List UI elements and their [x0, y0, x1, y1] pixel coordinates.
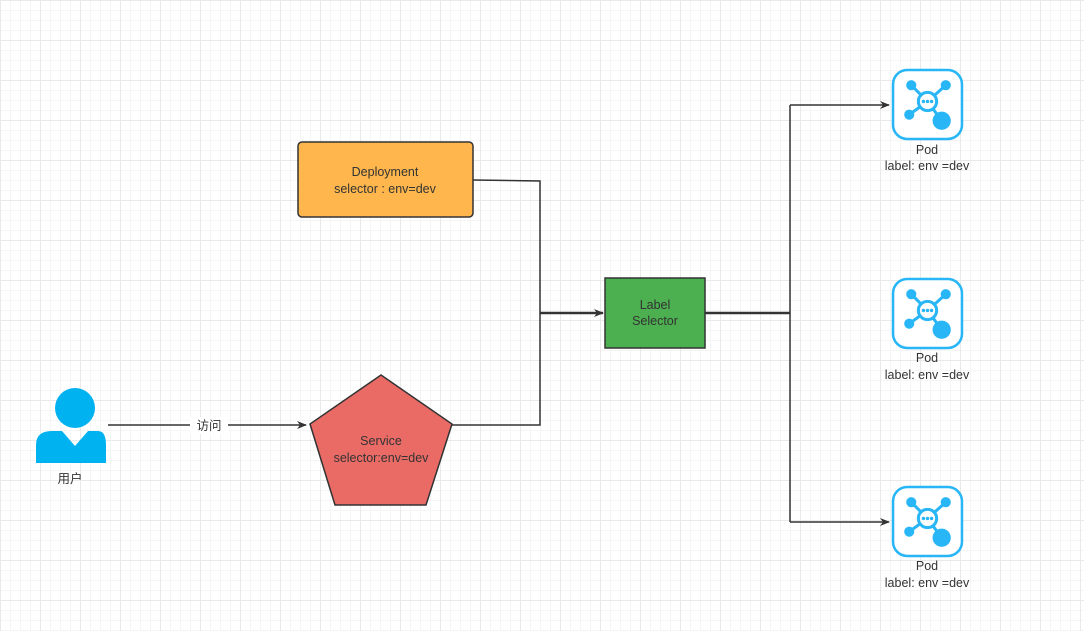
pod-icon: [891, 485, 964, 558]
pod-node[interactable]: Pod label: env =dev: [885, 68, 970, 173]
pod-label: label: env =dev: [885, 368, 970, 382]
user-node[interactable]: 用户: [36, 388, 106, 486]
deployment-title: Deployment: [352, 165, 419, 179]
user-icon: [36, 388, 106, 463]
edges: 访问: [108, 101, 890, 526]
service-shape: [309, 374, 453, 506]
deployment-shape: [297, 141, 474, 218]
pod-label: label: env =dev: [885, 159, 970, 173]
pod-node[interactable]: Pod label: env =dev: [885, 485, 970, 590]
edge-label-visit: 访问: [196, 419, 221, 433]
pod-name: Pod: [916, 143, 938, 157]
pod-icon: [891, 68, 964, 141]
label-selector-line2: Selector: [632, 314, 678, 328]
pod-label: label: env =dev: [885, 576, 970, 590]
pod-node[interactable]: Pod label: env =dev: [885, 277, 970, 382]
label-selector-shape: [604, 277, 706, 349]
service-node[interactable]: Service selector:env=dev: [309, 374, 453, 506]
label-selector-line1: Label: [640, 298, 671, 312]
service-selector: selector:env=dev: [334, 451, 430, 465]
pod-name: Pod: [916, 559, 938, 573]
pod-icon: [891, 277, 964, 350]
edge-service-to-selector: [452, 313, 541, 426]
deployment-selector: selector : env=dev: [334, 182, 437, 196]
pod-name: Pod: [916, 351, 938, 365]
edge-label-bg: [190, 417, 228, 434]
deployment-node[interactable]: Deployment selector : env=dev: [297, 141, 474, 218]
user-label: 用户: [57, 471, 82, 486]
edge-deployment-to-selector: [472, 179, 541, 313]
service-title: Service: [360, 434, 402, 448]
label-selector-node[interactable]: Label Selector: [604, 277, 706, 349]
